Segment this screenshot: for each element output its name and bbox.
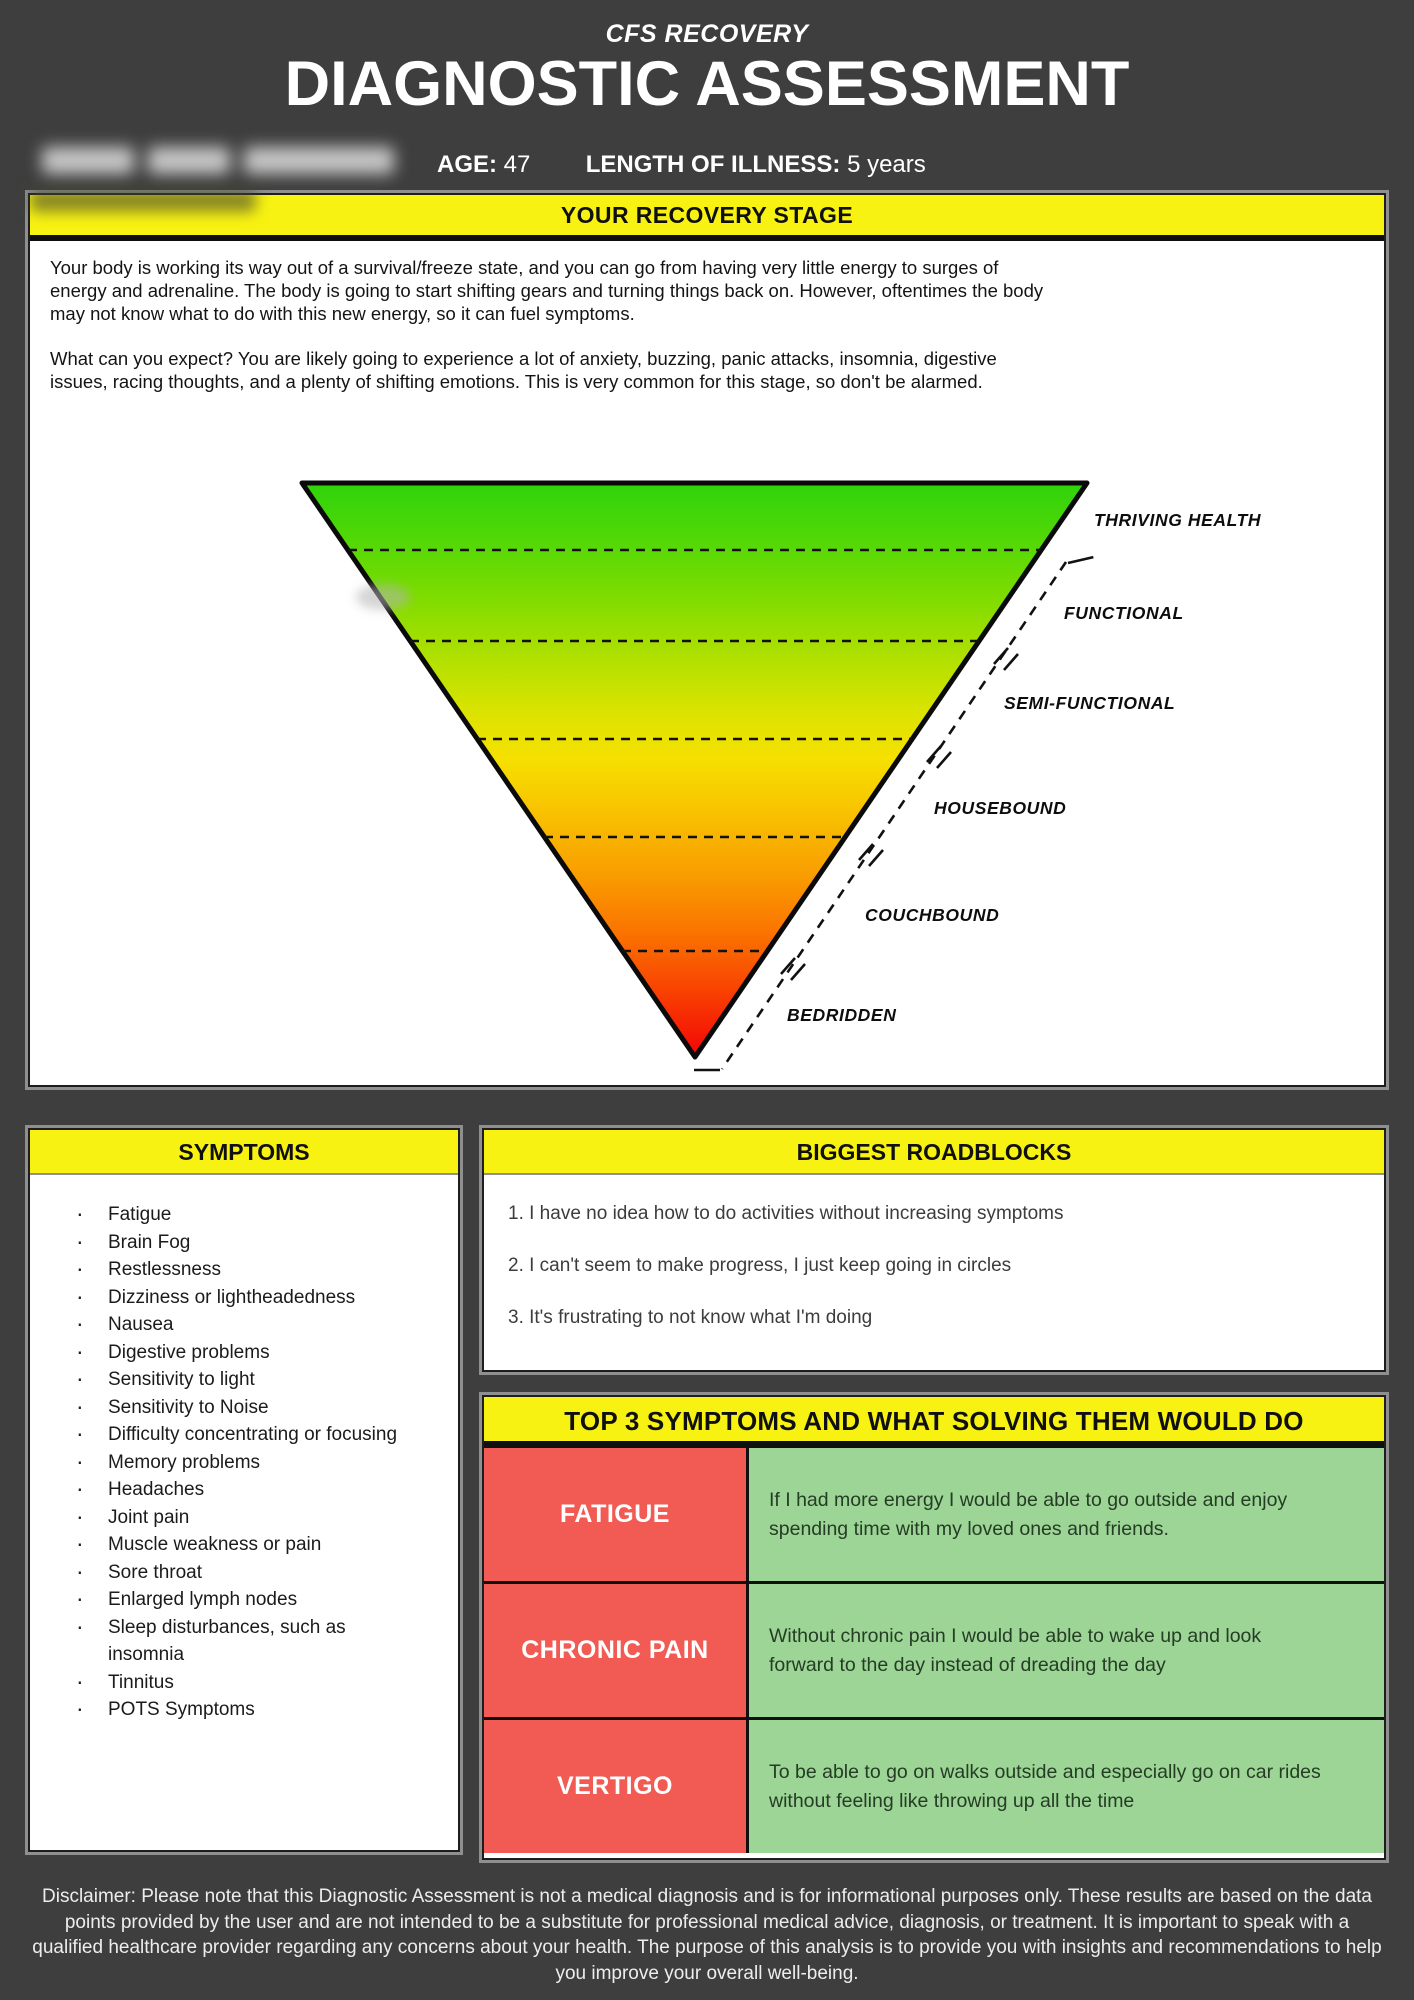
symptom-item: POTS Symptoms (30, 1695, 458, 1724)
brand-logo-text: CFS RECOVERY (605, 20, 809, 48)
redacted-word (244, 147, 394, 174)
pyramid-triangle (299, 480, 1090, 1060)
symptom-outcome-text: To be able to go on walks outside and es… (769, 1760, 1321, 1812)
symptom-item: Sensitivity to light (30, 1365, 458, 1394)
roadblocks-panel: BIGGEST ROADBLOCKS 1. I have no idea how… (479, 1125, 1389, 1375)
length-of-illness-label: LENGTH OF ILLNESS: (585, 151, 841, 178)
top3-header: TOP 3 SYMPTOMS AND WHAT SOLVING THEM WOU… (484, 1397, 1384, 1445)
top3-symptoms-panel: TOP 3 SYMPTOMS AND WHAT SOLVING THEM WOU… (479, 1392, 1389, 1863)
stage-label-functional: FUNCTIONAL (1064, 603, 1184, 623)
redacted-word (42, 147, 134, 174)
symptom-item: Nausea (30, 1310, 458, 1339)
roadblocks-header: BIGGEST ROADBLOCKS (484, 1130, 1384, 1175)
redacted-smudge (30, 189, 256, 212)
length-of-illness-value: 5 years (847, 151, 926, 178)
roadblock-item: 2. I can't seem to make progress, I just… (508, 1255, 1012, 1276)
divider (30, 235, 1384, 241)
symptom-item: Enlarged lymph nodes (30, 1585, 458, 1614)
recovery-stage-header: YOUR RECOVERY STAGE (30, 195, 1384, 235)
symptom-item: Sleep disturbances, such as insomnia (30, 1613, 458, 1669)
roadblock-item: 1. I have no idea how to do activities w… (508, 1203, 1064, 1224)
recovery-pyramid-chart: THRIVING HEALTH FUNCTIONAL SEMI-FUNCTION… (299, 480, 1261, 1072)
stage-label-housebound: HOUSEBOUND (934, 798, 1066, 818)
stage-label-thriving-health: THRIVING HEALTH (1094, 510, 1261, 530)
patient-meta: AGE: 47 LENGTH OF ILLNESS: 5 years (437, 151, 926, 179)
symptom-item: Digestive problems (30, 1338, 458, 1367)
age-label: AGE: (437, 151, 497, 178)
symptoms-panel: SYMPTOMS Fatigue Brain Fog Restlessness … (25, 1125, 463, 1855)
symptom-item: Tinnitus (30, 1668, 458, 1697)
symptom-outcome-cell: To be able to go on walks outside and es… (749, 1720, 1384, 1853)
bracket-break-tick (780, 957, 806, 981)
symptom-item: Headaches (30, 1475, 458, 1504)
recovery-stage-body: Your body is working its way out of a su… (30, 241, 1384, 1089)
stage-label-semi-functional: SEMI-FUNCTIONAL (1004, 693, 1175, 713)
roadblocks-list: 1. I have no idea how to do activities w… (484, 1175, 1384, 1330)
stage-label-bedridden: BEDRIDDEN (787, 1005, 896, 1025)
stage-bracket-line (694, 555, 1095, 1072)
symptom-item: Difficulty concentrating or focusing (30, 1420, 458, 1449)
recovery-paragraph-2: What can you expect? You are likely goin… (50, 348, 997, 392)
page-title: DIAGNOSTIC ASSESSMENT (284, 49, 1130, 119)
table-row: CHRONIC PAIN Without chronic pain I woul… (484, 1581, 1384, 1717)
symptom-outcome-cell: Without chronic pain I would be able to … (749, 1584, 1384, 1717)
recovery-stage-panel: YOUR RECOVERY STAGE Your body is working… (25, 190, 1389, 1090)
symptom-item: Sore throat (30, 1558, 458, 1587)
stage-divider-lines (348, 548, 1041, 953)
symptom-outcome-text: Without chronic pain I would be able to … (769, 1624, 1262, 1676)
symptom-item: Muscle weakness or pain (30, 1530, 458, 1559)
bracket-break-tick (993, 647, 1019, 671)
bracket-break-tick (926, 745, 952, 769)
redacted-word (148, 147, 230, 174)
roadblock-item: 3. It's frustrating to not know what I'm… (508, 1307, 873, 1328)
symptom-name-cell: VERTIGO (484, 1720, 749, 1853)
smudge-artifact (356, 584, 410, 610)
age-value: 47 (503, 151, 531, 178)
recovery-paragraph-1: Your body is working its way out of a su… (50, 257, 1044, 324)
symptom-outcome-text: If I had more energy I would be able to … (769, 1488, 1288, 1540)
stage-label-couchbound: COUCHBOUND (865, 905, 999, 925)
symptom-item: Fatigue (30, 1200, 458, 1229)
symptom-item: Sensitivity to Noise (30, 1393, 458, 1422)
symptom-name-cell: CHRONIC PAIN (484, 1584, 749, 1717)
redacted-patient-name (42, 147, 394, 174)
table-row: VERTIGO To be able to go on walks outsid… (484, 1717, 1384, 1853)
symptom-name-cell: FATIGUE (484, 1448, 749, 1581)
symptom-item: Memory problems (30, 1448, 458, 1477)
bracket-break-tick (858, 843, 884, 867)
symptom-item: Restlessness (30, 1255, 458, 1284)
symptom-item: Brain Fog (30, 1228, 458, 1257)
symptoms-list: Fatigue Brain Fog Restlessness Dizziness… (30, 1175, 458, 1724)
symptom-item: Joint pain (30, 1503, 458, 1532)
symptom-outcome-cell: If I had more energy I would be able to … (749, 1448, 1384, 1581)
disclaimer-text: Disclaimer: Please note that this Diagno… (32, 1886, 1382, 1984)
symptoms-header: SYMPTOMS (30, 1130, 458, 1175)
table-row: FATIGUE If I had more energy I would be … (484, 1445, 1384, 1581)
symptom-item: Dizziness or lightheadedness (30, 1283, 458, 1312)
